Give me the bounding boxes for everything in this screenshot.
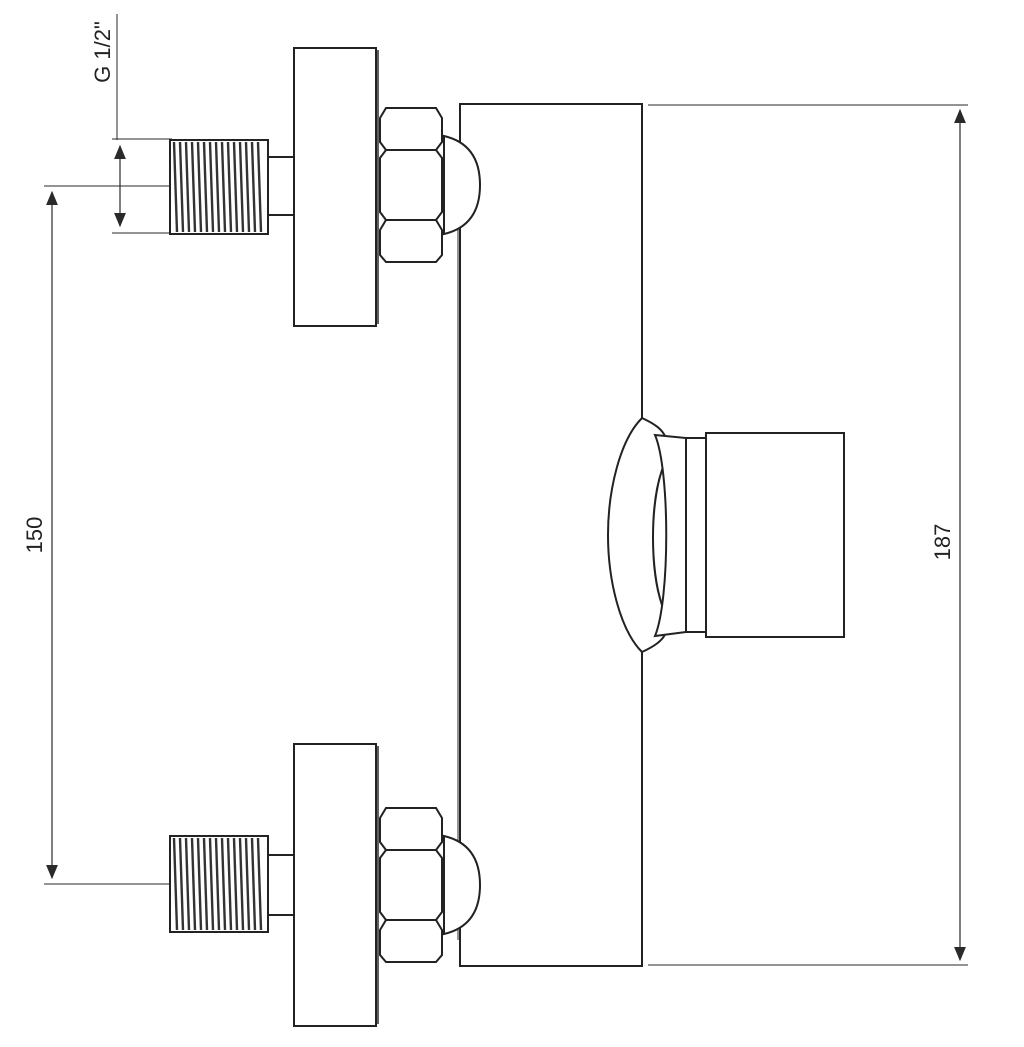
thread-ridge	[238, 141, 245, 233]
thread-ridge	[220, 141, 227, 233]
thread-ridge	[172, 837, 179, 931]
mixer-handle	[606, 416, 845, 654]
thread-ridge	[190, 141, 197, 233]
dimension-overall-height: 187	[648, 104, 968, 966]
thread-ridge	[232, 141, 239, 233]
thread-ridge	[226, 837, 233, 931]
dimension-thread-size: G 1/2"	[90, 14, 172, 234]
bottom-thread	[169, 835, 269, 933]
thread-ridge	[232, 837, 239, 931]
dimension-inlet-spacing: 150	[22, 185, 238, 885]
thread-ridge	[202, 837, 209, 931]
thread-size-label: G 1/2"	[90, 21, 115, 83]
thread-ridge	[238, 837, 245, 931]
thread-ridge	[172, 141, 179, 233]
thread-ridge	[184, 837, 191, 931]
thread-ridge	[244, 837, 251, 931]
thread-ridge	[250, 837, 257, 931]
inlet-spacing-label: 150	[22, 517, 47, 554]
thread-ridge	[208, 141, 215, 233]
bottom-inlet-connector	[169, 743, 482, 1027]
top-thread	[169, 139, 269, 235]
thread-ridge	[184, 141, 191, 233]
thread-ridge	[190, 837, 197, 931]
thread-ridge	[256, 141, 263, 233]
overall-height-label: 187	[930, 524, 955, 561]
thread-ridge	[214, 141, 221, 233]
thread-ridge	[220, 837, 227, 931]
thread-ridge	[250, 141, 257, 233]
thread-ridge	[244, 141, 251, 233]
top-inlet-connector	[169, 47, 482, 327]
thread-ridge	[196, 141, 203, 233]
thread-ridge	[196, 837, 203, 931]
thread-ridge	[178, 837, 185, 931]
thread-ridge	[226, 141, 233, 233]
thread-ridge	[256, 837, 263, 931]
thread-ridge	[214, 837, 221, 931]
thread-ridge	[208, 837, 215, 931]
thread-ridge	[202, 141, 209, 233]
thread-ridge	[178, 141, 185, 233]
